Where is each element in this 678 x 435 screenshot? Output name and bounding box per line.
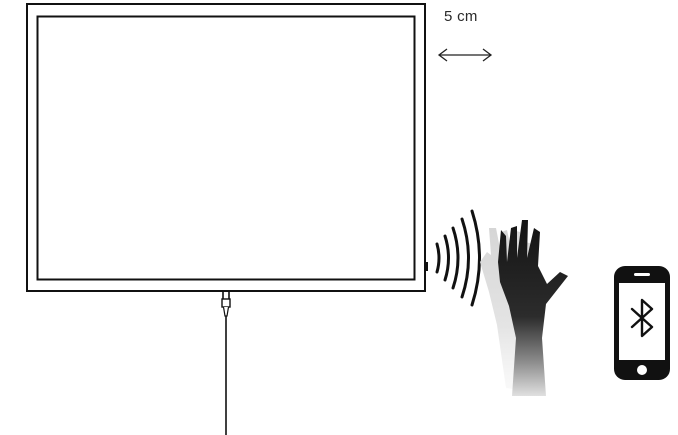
distance-label: 5 cm [444, 8, 478, 25]
waving-hand-icon [480, 220, 568, 396]
phone-speaker [634, 273, 650, 276]
display-frame [26, 3, 428, 292]
bluetooth-icon [630, 298, 654, 338]
smartphone-icon [614, 266, 670, 380]
phone-home-button [637, 365, 647, 375]
side-sensor [425, 262, 428, 271]
motion-waves-icon [435, 209, 481, 307]
frame-inner [36, 15, 416, 281]
hand-solid [498, 220, 568, 396]
power-cable-connector-icon [221, 291, 231, 435]
double-headed-arrow-icon [437, 48, 493, 62]
frame-outer [26, 3, 426, 292]
